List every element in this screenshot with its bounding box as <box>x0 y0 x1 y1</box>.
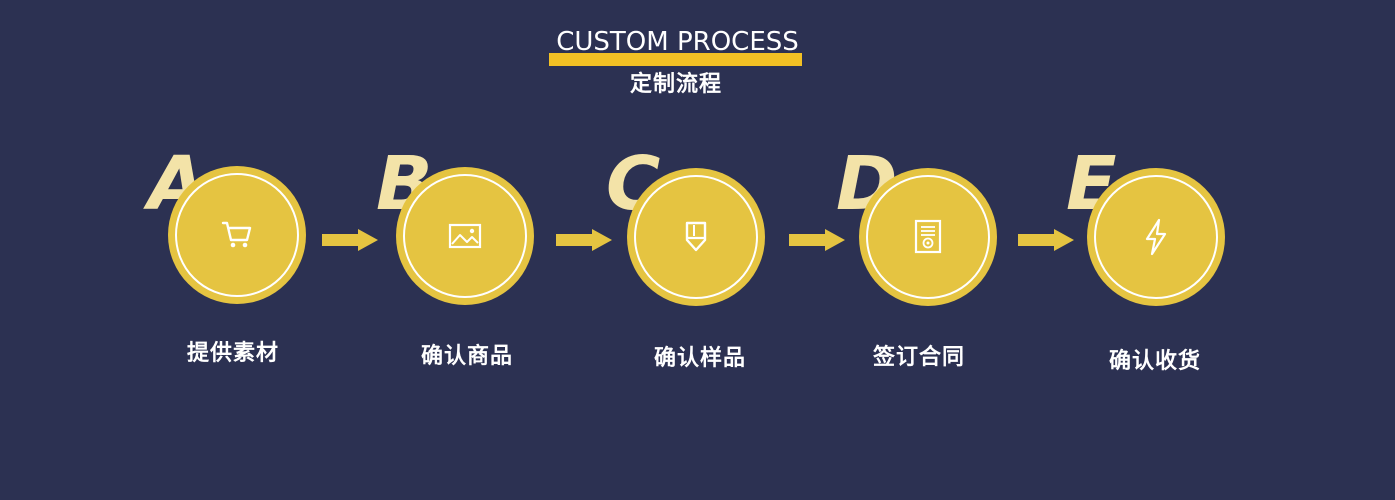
sample-icon <box>685 221 707 252</box>
arrow-right-icon <box>556 229 612 251</box>
step-circle-a <box>168 166 306 304</box>
arrow-right-icon <box>1018 229 1074 251</box>
page-title-english: CUSTOM PROCESS <box>556 27 799 57</box>
step-ring <box>634 175 758 299</box>
step-circle-b <box>396 167 534 305</box>
image-icon <box>448 223 482 249</box>
contract-icon <box>914 219 942 254</box>
step-circle-e <box>1087 168 1225 306</box>
step-circle-c <box>627 168 765 306</box>
step-label-a: 提供素材 <box>186 341 279 366</box>
step-ring <box>403 174 527 298</box>
arrow-right-icon <box>322 229 378 251</box>
step-ring <box>866 175 990 299</box>
step-ring <box>1094 175 1218 299</box>
step-label-e: 确认收货 <box>1108 349 1201 374</box>
header: CUSTOM PROCESS 定制流程 <box>0 0 1395 110</box>
cart-icon <box>221 221 252 248</box>
step-label-d: 签订合同 <box>872 345 965 370</box>
step-circle-d <box>859 168 997 306</box>
step-label-b: 确认商品 <box>420 344 513 369</box>
title-underline <box>549 53 802 66</box>
arrow-right-icon <box>789 229 845 251</box>
page-title-chinese: 定制流程 <box>629 72 722 97</box>
step-ring <box>175 173 299 297</box>
step-label-c: 确认样品 <box>653 346 746 371</box>
lightning-icon <box>1145 218 1167 256</box>
